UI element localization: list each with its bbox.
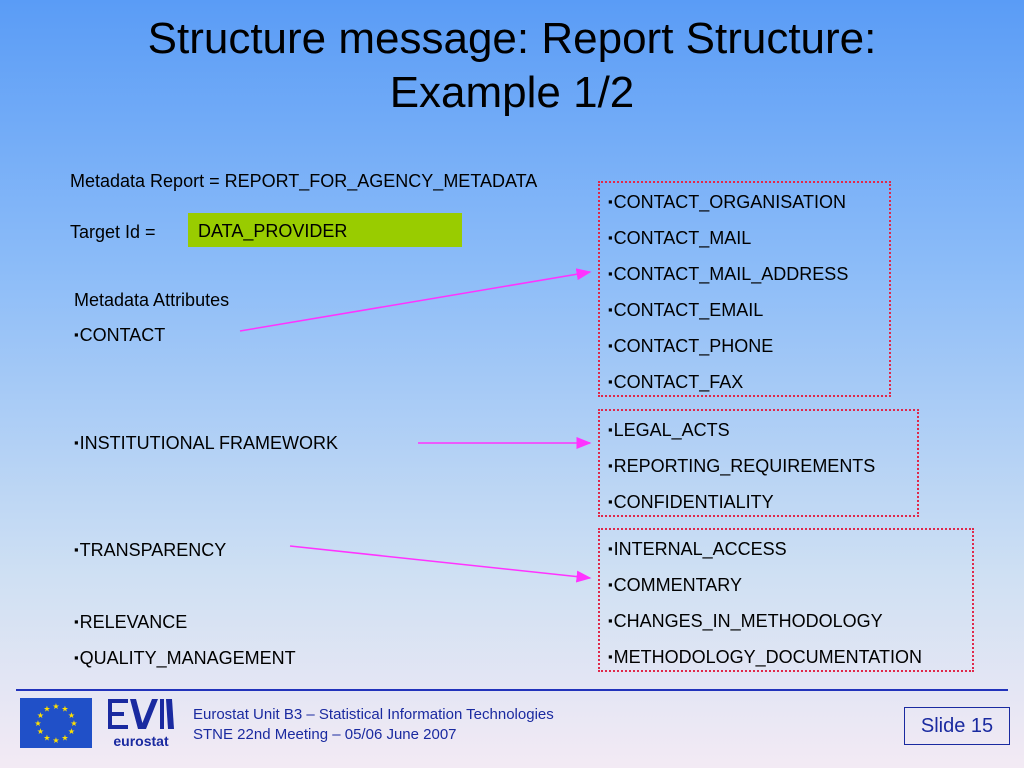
list-item: METHODOLOGY_DOCUMENTATION [608, 646, 922, 670]
svg-text:★: ★ [34, 719, 41, 728]
institutional-attributes-box: LEGAL_ACTS REPORTING_REQUIREMENTS CONFID… [598, 409, 919, 517]
attribute-transparency: TRANSPARENCY [74, 539, 227, 563]
svg-text:★: ★ [68, 727, 75, 736]
list-item: CONTACT_MAIL_ADDRESS [608, 263, 849, 287]
svg-text:★: ★ [68, 711, 75, 720]
arrow-contact [239, 268, 592, 332]
eurostat-logo-text: eurostat [113, 733, 169, 749]
svg-text:★: ★ [43, 705, 50, 714]
slide-title-line-1: Structure message: Report Structure: [147, 14, 877, 63]
svg-text:★: ★ [61, 734, 68, 743]
list-item: LEGAL_ACTS [608, 419, 730, 443]
transparency-attributes-box: INTERNAL_ACCESS COMMENTARY CHANGES_IN_ME… [598, 528, 974, 672]
attribute-quality-management: QUALITY_MANAGEMENT [74, 647, 296, 671]
attribute-relevance: RELEVANCE [74, 611, 188, 635]
list-item: COMMENTARY [608, 574, 742, 598]
svg-text:★: ★ [52, 736, 59, 745]
eurostat-logo: eurostat [106, 697, 176, 749]
metadata-attributes-label: Metadata Attributes [74, 290, 230, 310]
svg-text:★: ★ [61, 705, 68, 714]
list-item: CONTACT_ORGANISATION [608, 191, 846, 215]
footer-divider [16, 689, 1008, 691]
contact-attributes-box: CONTACT_ORGANISATION CONTACT_MAIL CONTAC… [598, 181, 891, 397]
list-item: CONTACT_FAX [608, 371, 744, 395]
list-item: CONFIDENTIALITY [608, 491, 774, 515]
arrow-transparency [289, 545, 592, 583]
svg-text:★: ★ [43, 734, 50, 743]
list-item: CONTACT_PHONE [608, 335, 774, 359]
slide-title: Structure message: Report Structure: Exa… [0, 12, 1024, 120]
target-id-label: Target Id = [70, 222, 156, 242]
list-item: CONTACT_EMAIL [608, 299, 764, 323]
attribute-institutional-framework: INSTITUTIONAL FRAMEWORK [74, 432, 338, 456]
metadata-report-text: Metadata Report = REPORT_FOR_AGENCY_META… [70, 171, 538, 191]
slide-title-line-2: Example 1/2 [389, 68, 635, 117]
list-item: INTERNAL_ACCESS [608, 538, 787, 562]
target-id-value: DATA_PROVIDER [198, 221, 348, 241]
svg-text:★: ★ [37, 727, 44, 736]
svg-text:★: ★ [37, 711, 44, 720]
attribute-contact: CONTACT [74, 324, 166, 348]
target-id-box: DATA_PROVIDER [188, 213, 462, 247]
svg-text:★: ★ [52, 702, 59, 711]
list-item: REPORTING_REQUIREMENTS [608, 455, 876, 479]
list-item: CHANGES_IN_METHODOLOGY [608, 610, 883, 634]
svg-text:★: ★ [70, 719, 77, 728]
footer-line-2: STNE 22nd Meeting – 05/06 June 2007 [193, 726, 457, 743]
footer-line-1: Eurostat Unit B3 – Statistical Informati… [193, 706, 554, 723]
eu-flag-icon: ★ ★ ★ ★ ★ ★ ★ ★ ★ ★ ★ ★ [20, 698, 92, 748]
slide-number: Slide 15 [904, 707, 1010, 745]
list-item: CONTACT_MAIL [608, 227, 752, 251]
